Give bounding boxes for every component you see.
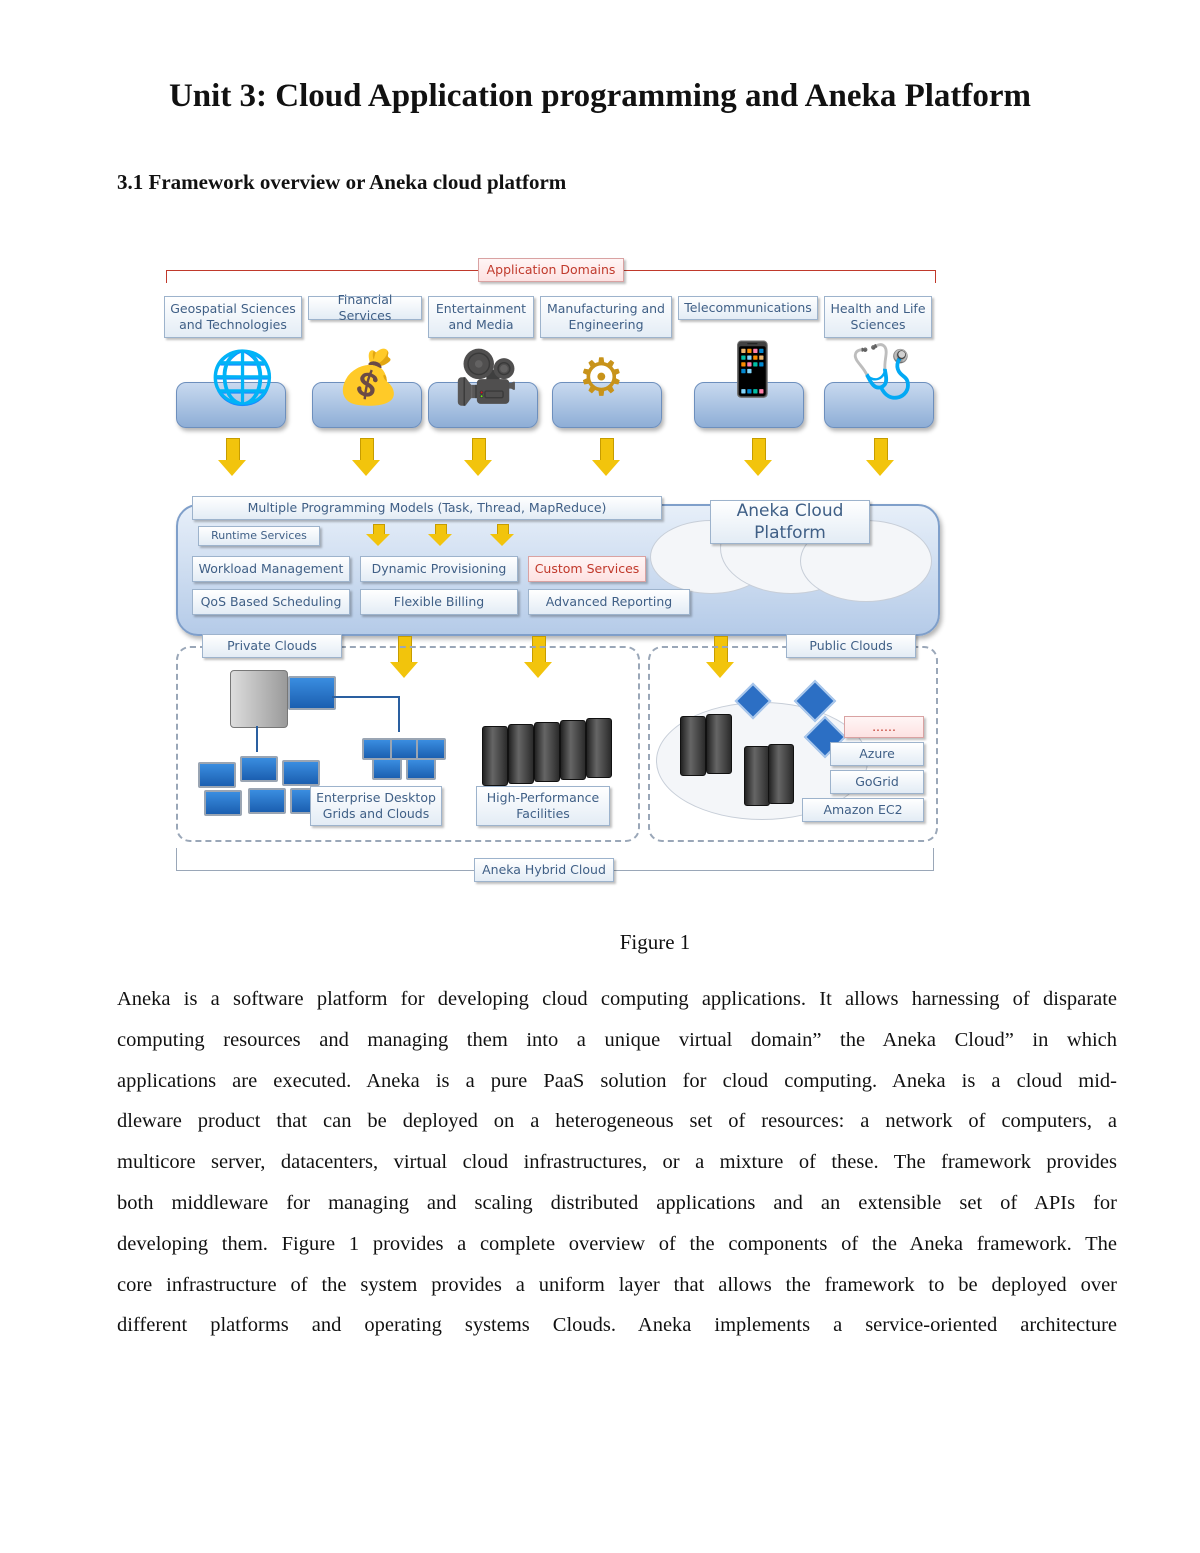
provider-label: ...... — [844, 716, 924, 738]
body-paragraph: Aneka is a software platform for develop… — [117, 979, 1117, 1346]
desktop-icon — [204, 790, 242, 816]
network-line — [398, 696, 400, 732]
doctor-icon: 🩺 — [850, 346, 915, 398]
domain-label: Manufacturing and Engineering — [540, 296, 672, 338]
server-icon — [508, 724, 534, 784]
domain-label: Financial Services — [308, 296, 422, 320]
service-label: QoS Based Scheduling — [192, 589, 350, 615]
platform-title: Aneka Cloud Platform — [710, 500, 870, 544]
server-icon — [534, 722, 560, 782]
paragraph-line: dleware product that can be deployed on … — [117, 1101, 1117, 1142]
service-label: Flexible Billing — [360, 589, 518, 615]
server-icon — [586, 718, 612, 778]
server-icon — [680, 716, 706, 776]
runtime-services-label: Runtime Services — [198, 526, 320, 546]
money-icon: 💰 — [336, 352, 401, 404]
server-icon — [482, 726, 508, 786]
desktop-icon — [198, 762, 236, 788]
desktop-icon — [362, 738, 392, 760]
service-label: Advanced Reporting — [528, 589, 690, 615]
desktop-icon — [416, 738, 446, 760]
section-heading: 3.1 Framework overview or Aneka cloud pl… — [117, 170, 566, 195]
desktop-icon — [372, 758, 402, 780]
paragraph-line: both middleware for managing and scaling… — [117, 1183, 1117, 1224]
globe-map-icon: 🌐 — [210, 352, 275, 404]
server-icon — [230, 670, 288, 728]
network-line — [332, 696, 398, 698]
paragraph-line: multicore server, datacenters, virtual c… — [117, 1142, 1117, 1183]
public-clouds-label: Public Clouds — [786, 634, 916, 658]
service-label: Workload Management — [192, 556, 350, 582]
domain-label: Telecommunications — [678, 296, 818, 320]
paragraph-line: Aneka is a software platform for develop… — [117, 979, 1117, 1020]
network-line — [256, 726, 258, 752]
domain-label: Entertainment and Media — [428, 296, 534, 338]
domain-label: Geospatial Sciences and Technologies — [164, 296, 302, 338]
server-icon — [706, 714, 732, 774]
desktop-icon — [248, 788, 286, 814]
paragraph-line: developing them. Figure 1 provides a com… — [117, 1224, 1117, 1265]
high-performance-label: High-Performance Facilities — [476, 786, 610, 826]
provider-label: Amazon EC2 — [802, 798, 924, 822]
domain-label: Health and Life Sciences — [824, 296, 932, 338]
provider-label: Azure — [830, 742, 924, 766]
paragraph-line: different platforms and operating system… — [117, 1305, 1117, 1346]
paragraph-line: core infrastructure of the system provid… — [117, 1265, 1117, 1306]
provider-label: GoGrid — [830, 770, 924, 794]
phone-tower-icon: 📱 — [720, 344, 785, 396]
aneka-framework-diagram: Application Domains Geospatial Sciences … — [160, 252, 940, 892]
camera-icon: 🎥 — [454, 352, 519, 404]
desktop-icon — [240, 756, 278, 782]
page-title: Unit 3: Cloud Application programming an… — [0, 78, 1200, 115]
paragraph-line: applications are executed. Aneka is a pu… — [117, 1061, 1117, 1102]
server-icon — [768, 744, 794, 804]
server-icon — [744, 746, 770, 806]
server-icon — [560, 720, 586, 780]
gears-icon: ⚙ — [578, 352, 625, 404]
figure-caption: Figure 1 — [0, 930, 1200, 955]
hybrid-cloud-label: Aneka Hybrid Cloud — [474, 858, 614, 882]
enterprise-label: Enterprise Desktop Grids and Clouds — [310, 786, 442, 826]
programming-models-label: Multiple Programming Models (Task, Threa… — [192, 496, 662, 520]
paragraph-line: computing resources and managing them in… — [117, 1020, 1117, 1061]
service-label: Custom Services — [528, 556, 646, 582]
private-clouds-label: Private Clouds — [202, 634, 342, 658]
application-domains-label: Application Domains — [478, 258, 624, 282]
desktop-icon — [288, 676, 336, 710]
desktop-icon — [406, 758, 436, 780]
service-label: Dynamic Provisioning — [360, 556, 518, 582]
desktop-icon — [282, 760, 320, 786]
